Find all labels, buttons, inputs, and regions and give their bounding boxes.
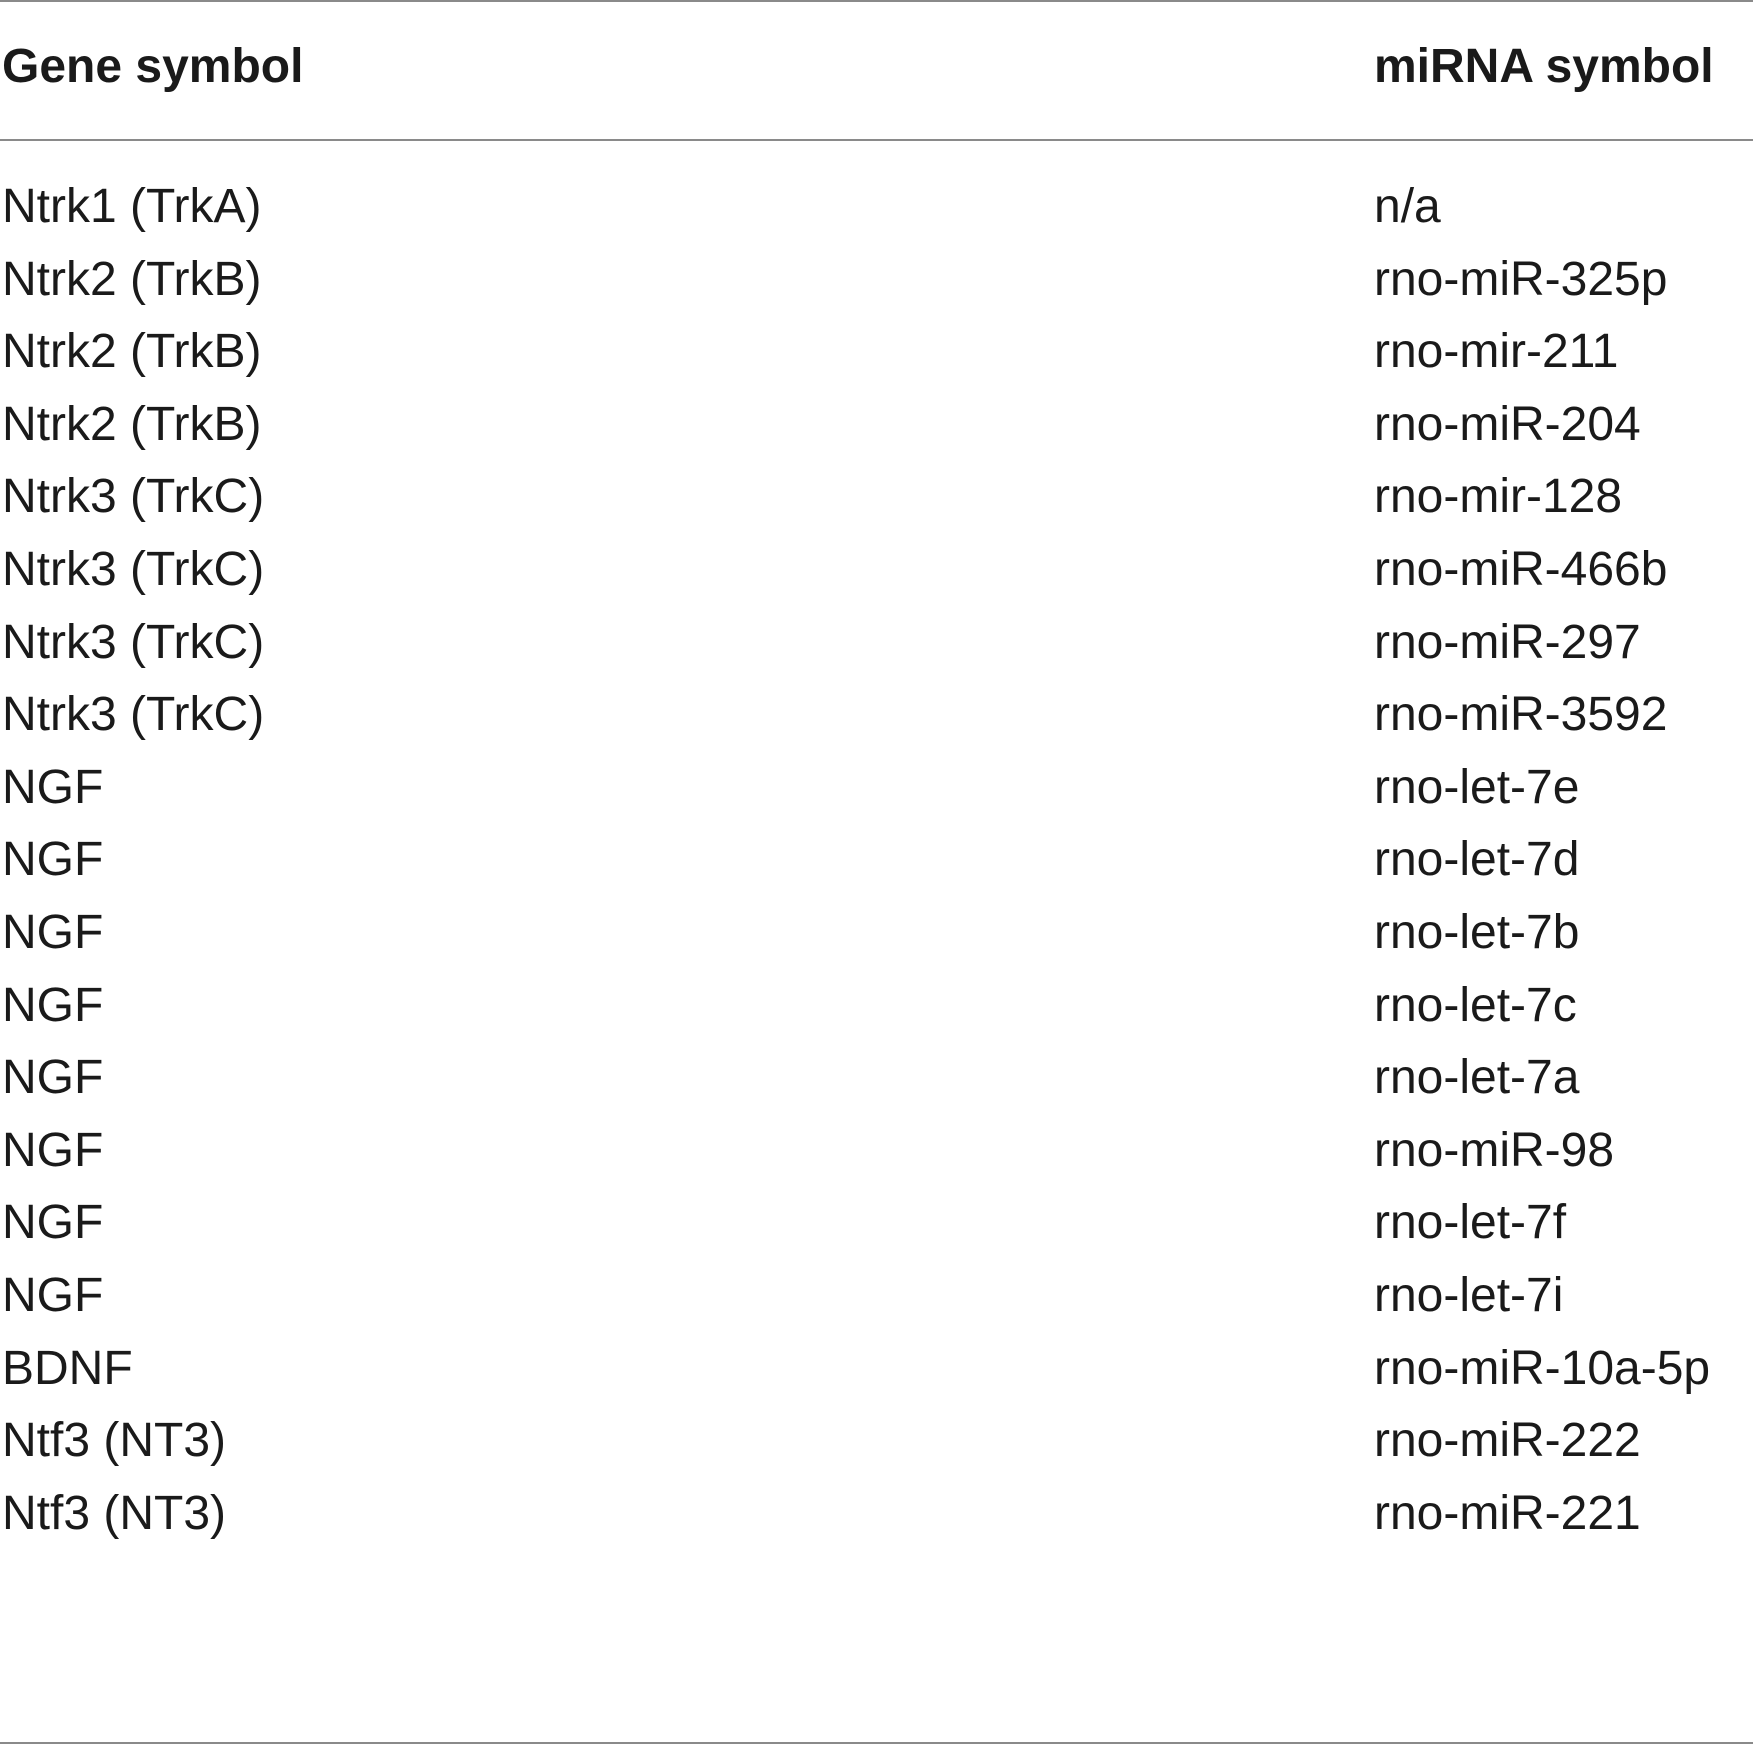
gene-symbol-cell: BDNF [2,1341,133,1395]
table-row: NGF rno-let-7e [0,760,1753,846]
mirna-symbol-cell: rno-let-7d [1374,833,1580,887]
header-mirna-symbol: miRNA symbol [1374,40,1714,93]
gene-symbol-cell: Ntrk1 (TrkA) [2,180,262,233]
mirna-symbol-cell: rno-miR-204 [1374,397,1641,451]
table-header-rule [0,139,1753,141]
table-row: NGF rno-let-7i [0,1272,1753,1354]
table-row: Ntrk1 (TrkA) n/a [0,183,1753,265]
mirna-symbol-cell: rno-let-7b [1374,906,1580,959]
gene-symbol-cell: NGF [2,833,104,887]
mirna-symbol-cell: rno-miR-3592 [1374,688,1668,742]
table-top-rule [0,0,1753,2]
gene-symbol-cell: NGF [2,1269,104,1322]
table-row: Ntf3 (NT3) rno-miR-221 [0,1486,1753,1572]
gene-symbol-cell: NGF [2,1123,104,1177]
mirna-symbol-cell: rno-let-7i [1374,1269,1564,1322]
mirna-symbol-cell: rno-mir-211 [1374,325,1619,379]
mirna-symbol-cell: rno-miR-297 [1374,615,1641,669]
mirna-symbol-cell: rno-miR-10a-5p [1374,1341,1711,1395]
table-row: Ntrk3 (TrkC) rno-miR-297 [0,615,1753,701]
gene-symbol-cell: Ntrk3 (TrkC) [2,543,265,596]
mirna-symbol-cell: rno-miR-221 [1374,1486,1641,1540]
table-row: NGF rno-let-7f [0,1199,1753,1281]
gene-symbol-cell: Ntrk3 (TrkC) [2,688,265,742]
mirna-symbol-cell: rno-miR-466b [1374,543,1668,596]
table-row: NGF rno-let-7d [0,836,1753,918]
mirna-symbol-cell: rno-let-7c [1374,978,1577,1032]
mirna-symbol-cell: rno-miR-325p [1374,252,1668,306]
gene-symbol-cell: Ntrk2 (TrkB) [2,397,262,451]
gene-symbol-cell: NGF [2,906,104,959]
gene-symbol-cell: NGF [2,1051,104,1105]
table-header-row: Gene symbol miRNA symbol [0,0,1753,139]
table-row: BDNF rno-miR-10a-5p [0,1341,1753,1427]
gene-symbol-cell: Ntf3 (NT3) [2,1486,227,1540]
gene-symbol-cell: NGF [2,760,104,814]
mirna-symbol-cell: rno-let-7a [1374,1051,1580,1105]
table-row: NGF rno-let-7c [0,978,1753,1064]
gene-symbol-cell: NGF [2,1196,104,1250]
mirna-symbol-cell: rno-miR-222 [1374,1414,1641,1468]
mirna-symbol-cell: rno-let-7e [1374,760,1580,814]
gene-symbol-cell: Ntrk2 (TrkB) [2,325,262,379]
mirna-symbol-cell: rno-mir-128 [1374,470,1623,524]
table-bottom-rule [0,1742,1753,1744]
mirna-symbol-cell: n/a [1374,180,1441,233]
mirna-symbol-cell: rno-let-7f [1374,1196,1567,1250]
table-row: Ntrk2 (TrkB) rno-miR-325p [0,252,1753,338]
table-row: NGF rno-let-7a [0,1054,1753,1136]
gene-symbol-cell: Ntrk3 (TrkC) [2,470,265,524]
header-gene-symbol: Gene symbol [2,40,304,93]
gene-symbol-cell: Ntrk3 (TrkC) [2,615,265,669]
table-row: Ntrk3 (TrkC) rno-miR-3592 [0,691,1753,773]
gene-symbol-cell: NGF [2,978,104,1032]
table-row: Ntf3 (NT3) rno-miR-222 [0,1417,1753,1499]
table-row: Ntrk2 (TrkB) rno-miR-204 [0,397,1753,483]
mirna-symbol-cell: rno-miR-98 [1374,1123,1615,1177]
gene-symbol-cell: Ntrk2 (TrkB) [2,252,262,306]
table-row: NGF rno-let-7b [0,909,1753,991]
table-row: Ntrk3 (TrkC) rno-mir-128 [0,473,1753,555]
gene-symbol-cell: Ntf3 (NT3) [2,1414,227,1468]
table-row: Ntrk2 (TrkB) rno-mir-211 [0,328,1753,410]
table-row: Ntrk3 (TrkC) rno-miR-466b [0,546,1753,628]
table-row: NGF rno-miR-98 [0,1123,1753,1209]
